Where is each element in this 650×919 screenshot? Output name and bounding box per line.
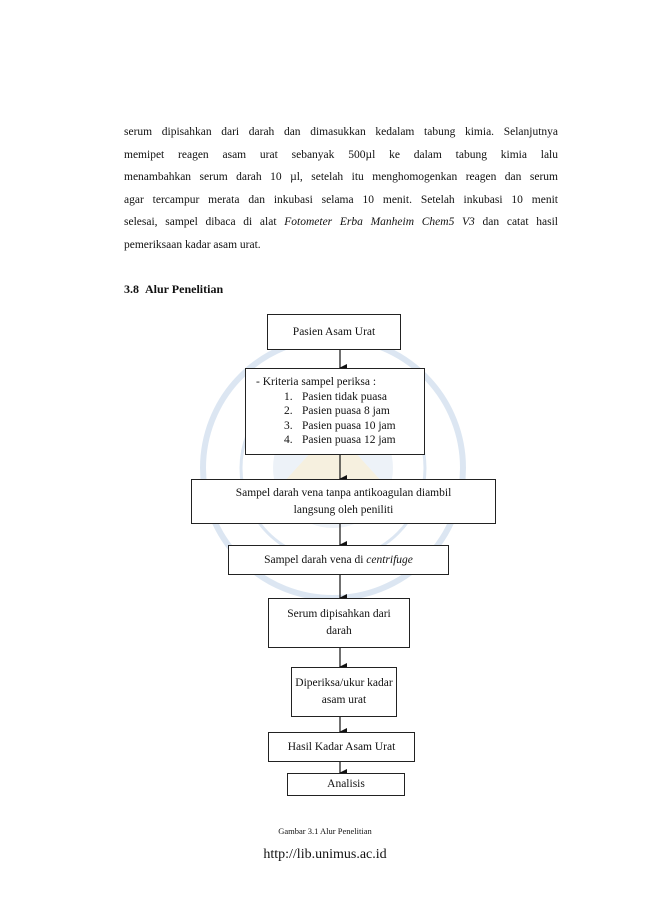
flow-box-analisis: Analisis xyxy=(287,773,405,796)
paragraph-line: selesai, sampel dibaca di alat Fotometer… xyxy=(124,211,558,234)
criteria-item: 3.Pasien puasa 10 jam xyxy=(284,419,396,432)
paragraph-text: selesai, sampel dibaca di alat xyxy=(124,216,285,229)
criteria-item: 2.Pasien puasa 8 jam xyxy=(284,405,390,417)
flow-box-hasil: Hasil Kadar Asam Urat xyxy=(268,732,415,762)
criteria-item: 1.Pasien tidak puasa xyxy=(284,390,387,403)
flow-box-label: Sampel darah vena tanpa antikoagulan dia… xyxy=(235,486,452,516)
paragraph-line: serum dipisahkan dari darah dan dimasukk… xyxy=(124,126,558,138)
section-heading: 3.8 Alur Penelitian xyxy=(124,282,229,297)
figure-caption: Gambar 3.1 Alur Penelitian xyxy=(278,826,372,836)
paragraph-line: pemeriksaan kadar asam urat. xyxy=(124,238,261,251)
flow-box-label: Analisis xyxy=(327,778,365,790)
flow-box-label: Hasil Kadar Asam Urat xyxy=(287,740,396,753)
flow-box-label: Pasien Asam Urat xyxy=(292,325,376,338)
flow-box-diperiksa: Diperiksa/ukur kadar asam urat xyxy=(291,667,397,717)
flow-box-pasien: Pasien Asam Urat xyxy=(267,314,401,350)
flow-box-centrifuge: Sampel darah vena di centrifuge xyxy=(228,545,449,575)
paragraph-line: menambahkan serum darah 10 µl, setelah i… xyxy=(124,171,558,184)
flow-box-serum: Serum dipisahkan dari darah xyxy=(268,598,410,648)
paragraph-line: agar tercampur merata dan inkubasi selam… xyxy=(124,193,558,206)
paragraph-text: dan catat hasil xyxy=(474,216,558,229)
flow-box-label: Diperiksa/ukur kadar asam urat xyxy=(295,677,393,706)
flow-box-label: Serum dipisahkan dari darah xyxy=(287,608,391,637)
footer-url: http://lib.unimus.ac.id xyxy=(263,847,387,862)
criteria-heading: - Kriteria sampel periksa : xyxy=(256,376,377,388)
flow-box-label: Sampel darah vena di centrifuge xyxy=(264,553,413,566)
section-number: 3.8 xyxy=(124,282,139,296)
section-title: Alur Penelitian xyxy=(145,282,224,296)
criteria-item: 4.Pasien puasa 12 jam xyxy=(284,434,396,446)
flow-box-sampel-darah: Sampel darah vena tanpa antikoagulan dia… xyxy=(191,479,496,524)
body-paragraph: serum dipisahkan dari darah dan dimasukk… xyxy=(124,121,558,257)
instrument-name: Fotometer Erba Manheim Chem5 V3 xyxy=(284,216,475,229)
criteria-list: 1.Pasien tidak puasa 2.Pasien puasa 8 ja… xyxy=(256,390,414,448)
paragraph-line: memipet reagen asam urat sebanyak 500µl … xyxy=(124,148,558,161)
flow-box-kriteria: - Kriteria sampel periksa : 1.Pasien tid… xyxy=(245,368,425,455)
